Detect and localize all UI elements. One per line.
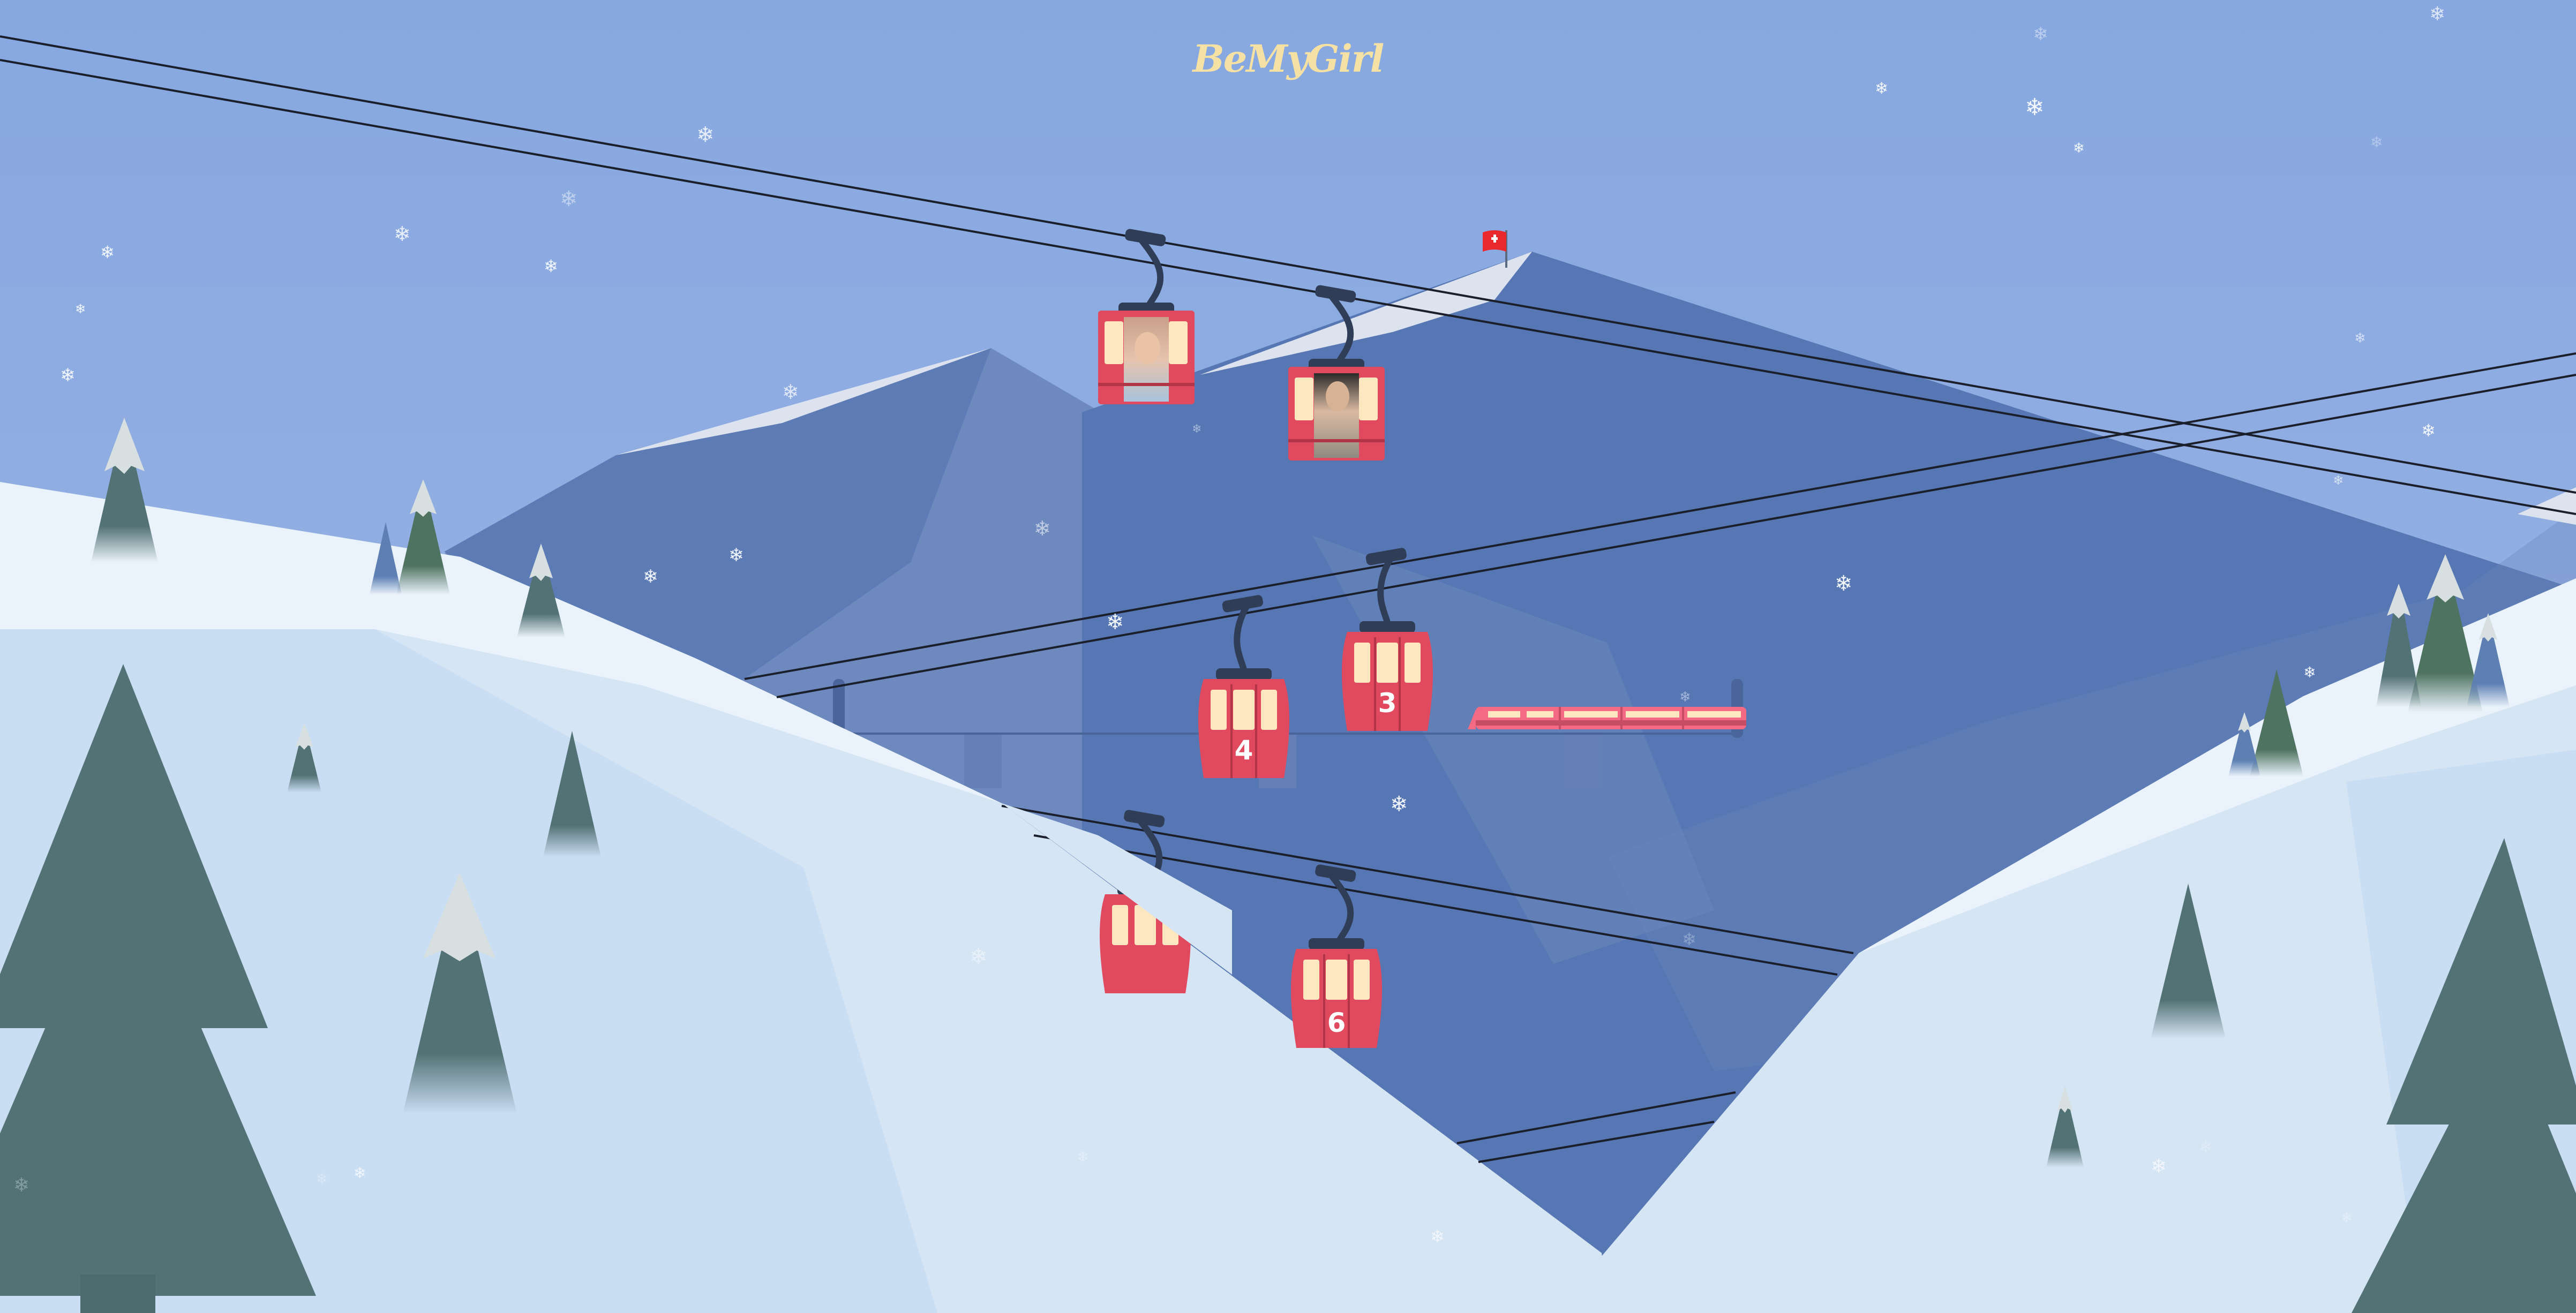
snowflakes: ❄ ❄ ❄ ❄ ❄ ❄ ❄ ❄ ❄ ❄ ❄ ❄ ❄ ❄ ❄ ❄ ❄ ❄ ❄ ❄ …: [13, 3, 2445, 1247]
snowflake-icon: ❄: [2333, 473, 2344, 488]
snowflake-icon: ❄: [1682, 929, 1696, 949]
snowflake-icon: ❄: [2370, 133, 2383, 151]
tree: [91, 418, 158, 562]
snowflake-icon: ❄: [2199, 1138, 2212, 1157]
snowflake-icon: ❄: [970, 945, 988, 969]
cabin-1[interactable]: [1098, 228, 1195, 404]
tree: [2151, 884, 2226, 1039]
snowflake-icon: ❄: [1430, 1226, 1445, 1247]
snowflake-icon: ❄: [729, 545, 744, 566]
tree: [543, 731, 601, 857]
snowflake-icon: ❄: [1077, 1148, 1089, 1166]
snowflake-icon: ❄: [2354, 330, 2366, 346]
snowflake-icon: ❄: [2341, 1210, 2353, 1226]
snowflake-icon: ❄: [1835, 571, 1853, 596]
snowflake-icon: ❄: [2025, 94, 2045, 121]
snowflake-icon: ❄: [782, 380, 799, 404]
snowflake-icon: ❄: [2151, 1156, 2167, 1178]
tree: [396, 479, 450, 594]
tree: [2352, 838, 2576, 1313]
cabin-6-number: 6: [1327, 1007, 1346, 1038]
snowflake-icon: ❄: [1034, 517, 1051, 540]
tree: [370, 522, 402, 594]
snowflake-icon: ❄: [100, 242, 115, 262]
cabin-3-number: 3: [1378, 688, 1397, 719]
tree: [403, 873, 517, 1114]
train-icon: [1468, 707, 1746, 729]
trees: [0, 418, 2576, 1313]
snowflake-icon: ❄: [1390, 792, 1408, 817]
snowflake-icon: ❄: [544, 256, 558, 276]
tree: [2376, 584, 2421, 707]
snowflake-icon: ❄: [2073, 140, 2085, 156]
snowflake-icon: ❄: [316, 1171, 328, 1187]
snowflake-icon: ❄: [354, 1164, 366, 1182]
cabin-6[interactable]: 6: [1291, 864, 1382, 1048]
snowflake-icon: ❄: [75, 301, 86, 316]
tree: [2408, 554, 2483, 712]
snowflake-icon: ❄: [2303, 663, 2316, 681]
snowflake-icon: ❄: [394, 222, 411, 246]
snowflake-icon: ❄: [60, 365, 76, 386]
tree: [0, 664, 316, 1313]
snowflake-icon: ❄: [2421, 420, 2436, 441]
snow-overlap: [1002, 803, 1232, 975]
tree: [2467, 613, 2510, 707]
tree: [2250, 669, 2303, 776]
tree: [2046, 1087, 2084, 1167]
tree: [287, 723, 321, 793]
snowflake-icon: ❄: [696, 123, 715, 147]
snowflake-icon: ❄: [1679, 689, 1691, 705]
tree: [2228, 712, 2260, 776]
cables: [0, 35, 2576, 1163]
brand-logo[interactable]: BeMyGirl: [1192, 36, 1385, 81]
snowflake-icon: ❄: [1875, 79, 1888, 98]
snowflake-icon: ❄: [643, 566, 658, 587]
cabin-3[interactable]: 3: [1342, 547, 1433, 731]
cabin-2[interactable]: [1288, 284, 1385, 461]
snowflake-icon: ❄: [1192, 422, 1201, 436]
snowflake-icon: ❄: [2033, 24, 2048, 45]
snowflake-icon: ❄: [2429, 3, 2445, 25]
snowflake-icon: ❄: [560, 187, 578, 212]
cabin-4-number: 4: [1235, 735, 1253, 766]
snowflake-icon: ❄: [13, 1174, 29, 1196]
tree: [517, 544, 565, 637]
snowflake-icon: ❄: [1106, 610, 1124, 635]
cabin-4[interactable]: 4: [1198, 594, 1289, 778]
swiss-flag-icon: [1483, 230, 1507, 268]
